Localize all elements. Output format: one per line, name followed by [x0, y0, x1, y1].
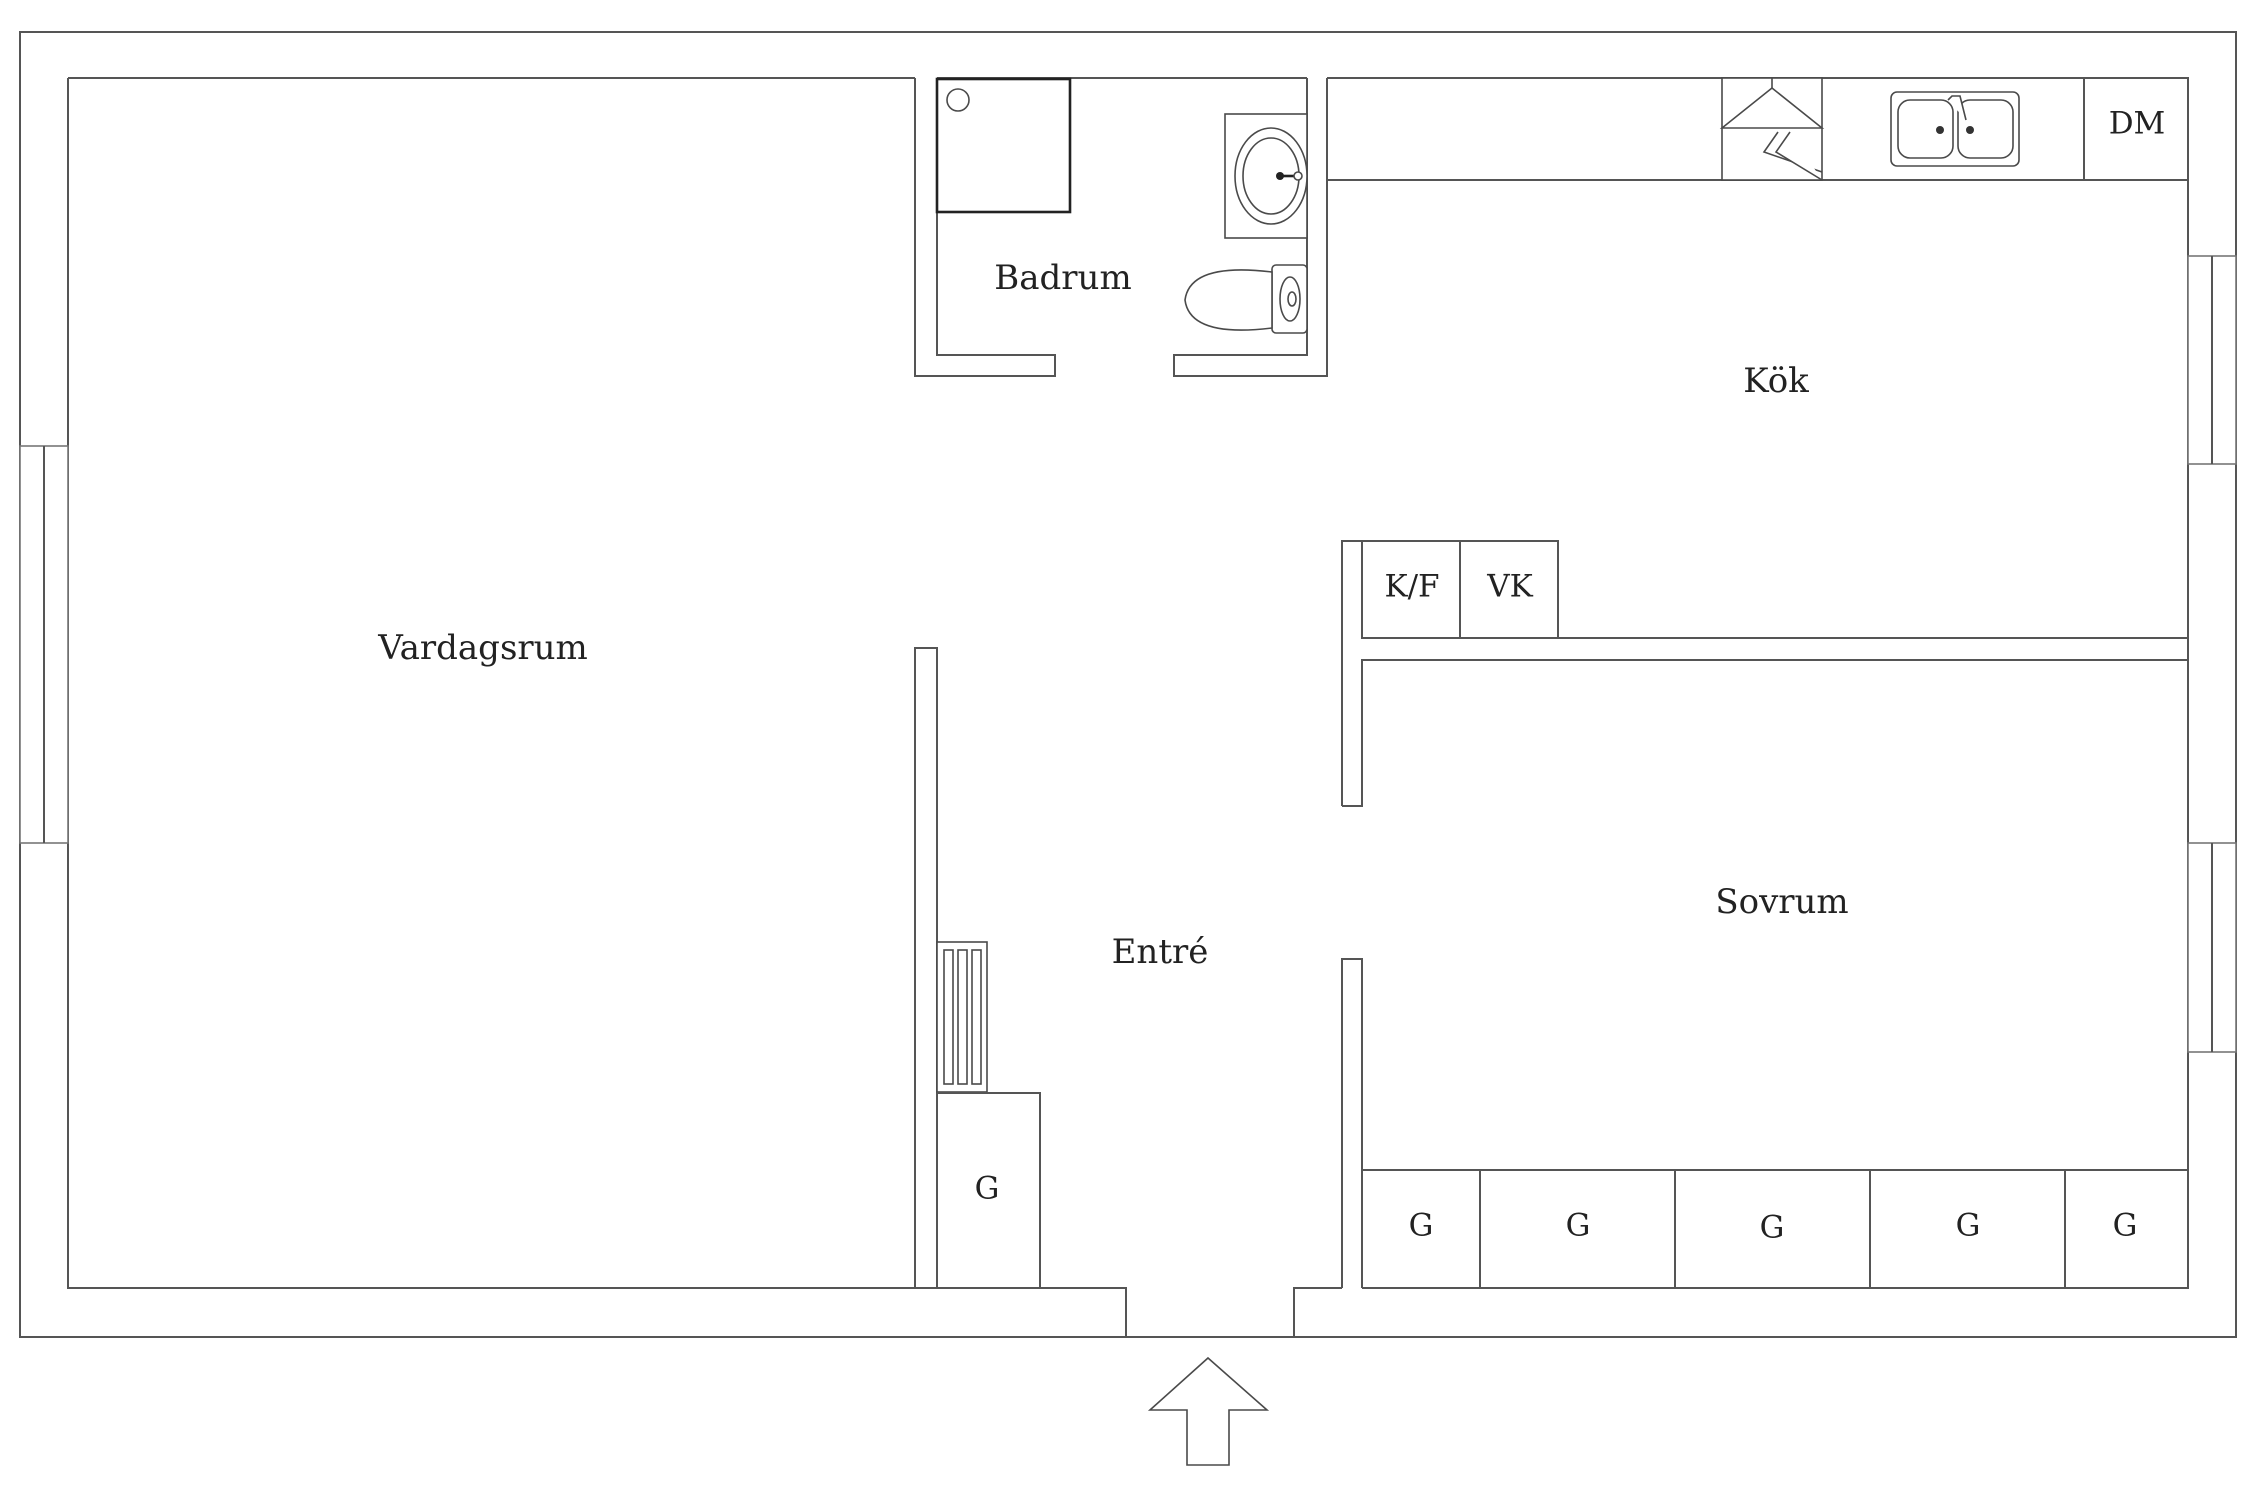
- shower-icon: [935, 77, 1072, 214]
- room-label-bath: Badrum: [994, 258, 1131, 298]
- radiator-icon: [936, 941, 988, 1093]
- label-closet-bedroom-1: G: [1409, 1208, 1434, 1244]
- toilet-icon: [1184, 264, 1308, 334]
- window-kitchen: [2187, 255, 2237, 465]
- room-label-living: Vardagsrum: [377, 628, 588, 668]
- double-sink-icon: [1890, 91, 2020, 167]
- label-closet-bedroom-3: G: [1760, 1210, 1785, 1246]
- label-closet-bedroom-4: G: [1956, 1208, 1981, 1244]
- window-living: [19, 445, 69, 844]
- stove-hood-icon: [1719, 77, 1825, 181]
- room-label-entry: Entré: [1112, 932, 1209, 972]
- label-closet-bedroom-5: G: [2113, 1208, 2138, 1244]
- window-bedroom: [2187, 842, 2237, 1053]
- entry-closet: [937, 1092, 1041, 1288]
- outer-wall: [19, 31, 2237, 1338]
- label-dishwasher: DM: [2109, 106, 2166, 142]
- room-label-bedroom: Sovrum: [1715, 882, 1848, 922]
- appliance-boxes: [1361, 540, 1559, 639]
- bedroom-wardrobes: [1362, 1169, 2188, 1288]
- label-closet-entry: G: [975, 1171, 1000, 1207]
- label-closet-bedroom-2: G: [1566, 1208, 1591, 1244]
- label-fridge-freezer: K/F: [1384, 569, 1439, 605]
- washbasin-icon: [1224, 113, 1308, 239]
- entrance-arrow-icon: [1147, 1356, 1270, 1466]
- room-label-kitchen: Kök: [1743, 361, 1809, 401]
- living-entry-wall: [914, 647, 938, 1289]
- label-water-heater: VK: [1486, 569, 1533, 605]
